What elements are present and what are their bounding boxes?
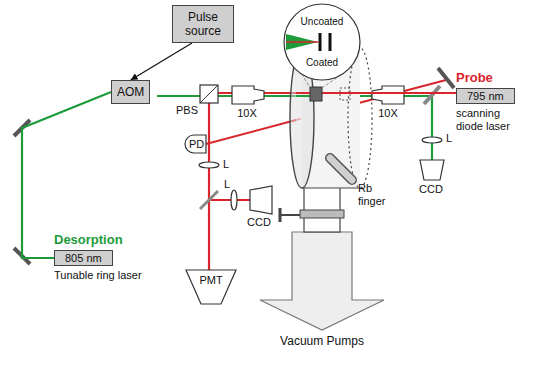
inset-label: Coated [306, 56, 338, 69]
uncoated-plate [329, 33, 332, 51]
laser-type: Tunable ring laser [54, 269, 142, 282]
beam-splitter [200, 191, 218, 209]
box-label: Pulse source [178, 10, 228, 38]
box-label: AOM [117, 85, 144, 99]
rb-finger [330, 158, 352, 180]
vacuum-chamber [302, 187, 360, 188]
objective-label: 10X [378, 107, 398, 120]
rb-finger [330, 158, 352, 180]
focused-beam [286, 41, 318, 43]
wavelength-label: 805 nm [54, 250, 113, 266]
beam-name: Desorption [54, 232, 142, 248]
part-label: Rb finger [358, 182, 394, 208]
ccd-camera [420, 160, 444, 180]
reference-beam [206, 120, 296, 144]
component-label: PBS [176, 104, 198, 117]
laser-source: Probe 795 nm scanning diode laser [456, 70, 520, 133]
vacuum-chamber [348, 48, 372, 188]
objective-lens [372, 86, 404, 104]
lens-label: L [446, 132, 452, 145]
pbs-cube [200, 85, 218, 103]
detector-label: PMT [199, 274, 222, 287]
ccd-camera [250, 186, 272, 214]
focused-beam [286, 34, 318, 50]
laser-type: scanning diode laser [456, 107, 520, 133]
lens [199, 162, 219, 168]
pbs-cube [200, 85, 218, 103]
probe-beam [209, 199, 250, 201]
coated-plate [319, 33, 322, 51]
pmt-detector [186, 270, 236, 304]
wavelength-label: 795 nm [456, 88, 515, 104]
detector-label: PD [189, 138, 204, 151]
inset-label: Uncoated [301, 15, 344, 28]
trigger-arrow [131, 43, 192, 80]
device-box: AOM [111, 80, 150, 104]
dichroic-mirror [424, 86, 440, 104]
cell-window [340, 88, 350, 100]
valve [280, 214, 300, 216]
magnified-inset [284, 4, 360, 80]
part-label: Vacuum Pumps [280, 335, 364, 348]
objective-lens [232, 86, 264, 104]
lens-label: L [223, 158, 229, 171]
vacuum-arrow [260, 232, 384, 330]
lens-label: L [224, 178, 230, 191]
lens [422, 137, 442, 143]
objective-label: 10X [237, 107, 257, 120]
cell-window [310, 87, 322, 101]
camera-label: CCD [247, 216, 271, 229]
photodiode [185, 135, 206, 153]
pump-port [304, 186, 340, 232]
mirror [438, 68, 454, 88]
valve [279, 208, 282, 222]
probe-beam [208, 93, 210, 272]
lens [231, 190, 237, 210]
beam-name: Probe [456, 70, 520, 86]
device-box: Pulse source [172, 5, 234, 43]
laser-source: Desorption 805 nm Tunable ring laser [54, 232, 142, 282]
camera-label: CCD [419, 183, 443, 196]
pump-flange [300, 210, 344, 218]
